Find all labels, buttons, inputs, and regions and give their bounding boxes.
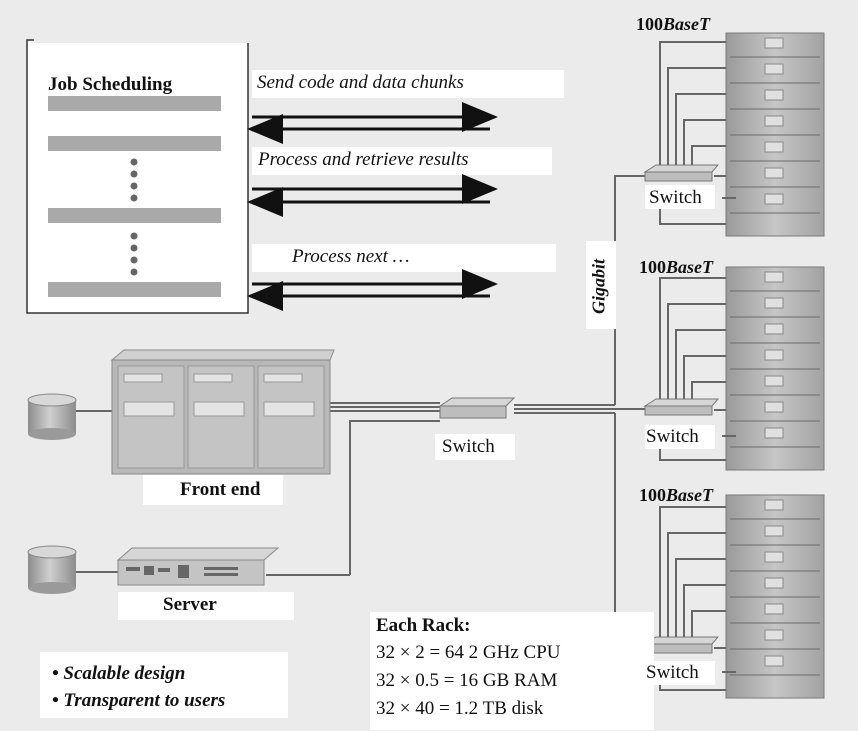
front-end-disk <box>27 393 77 440</box>
rack-specs-panel <box>370 612 654 730</box>
job-scheduling-title: Job Scheduling <box>48 74 173 95</box>
ellipsis-dots <box>130 158 138 276</box>
arrow-label-process: Process and retrieve results <box>258 149 469 170</box>
rack-3-switch-label: Switch <box>646 662 699 683</box>
feature-item: • Transparent to users <box>52 690 226 711</box>
arrow-pairs <box>247 102 498 311</box>
gigabit-label-box <box>586 241 616 329</box>
rack-specs-cpu: 32 × 2 = 64 2 GHz CPU <box>376 642 561 663</box>
server-label: Server <box>163 594 217 615</box>
features-panel <box>40 652 288 718</box>
core-switch-label: Switch <box>442 436 495 457</box>
feature-item: • Scalable design <box>52 663 186 684</box>
rack-1-switch <box>643 164 720 209</box>
server-appliance <box>116 547 294 620</box>
rack-1 <box>643 32 825 237</box>
job-bar <box>48 96 221 111</box>
front-end-label: Front end <box>180 479 261 500</box>
rack-1-uplink-label: 100BaseT <box>636 14 710 34</box>
rack-3 <box>643 494 825 699</box>
job-bar <box>48 208 221 223</box>
rack-2-uplink-label: 100BaseT <box>639 257 713 277</box>
rack-specs-title: Each Rack: <box>376 615 471 636</box>
gigabit-label: Gigabit <box>588 259 609 315</box>
core-switch <box>435 397 516 460</box>
arrow-label-next: Process next … <box>292 246 410 267</box>
rack-1-switch-label: Switch <box>649 187 702 208</box>
rack-2-switch-label: Switch <box>646 426 699 447</box>
arrow-label-send: Send code and data chunks <box>257 72 464 93</box>
rack-2-switch <box>643 398 720 449</box>
server-disk <box>27 545 77 594</box>
rack-specs-ram: 32 × 0.5 = 16 GB RAM <box>376 670 558 691</box>
rack-2 <box>643 266 825 471</box>
rack-specs-disk: 32 × 40 = 1.2 TB disk <box>376 698 544 719</box>
job-bar <box>48 282 221 297</box>
job-bar <box>48 136 221 151</box>
job-scheduling-panel <box>26 37 255 314</box>
front-end-server <box>110 349 335 505</box>
rack-3-uplink-label: 100BaseT <box>639 485 713 505</box>
rack-3-switch <box>643 636 720 685</box>
